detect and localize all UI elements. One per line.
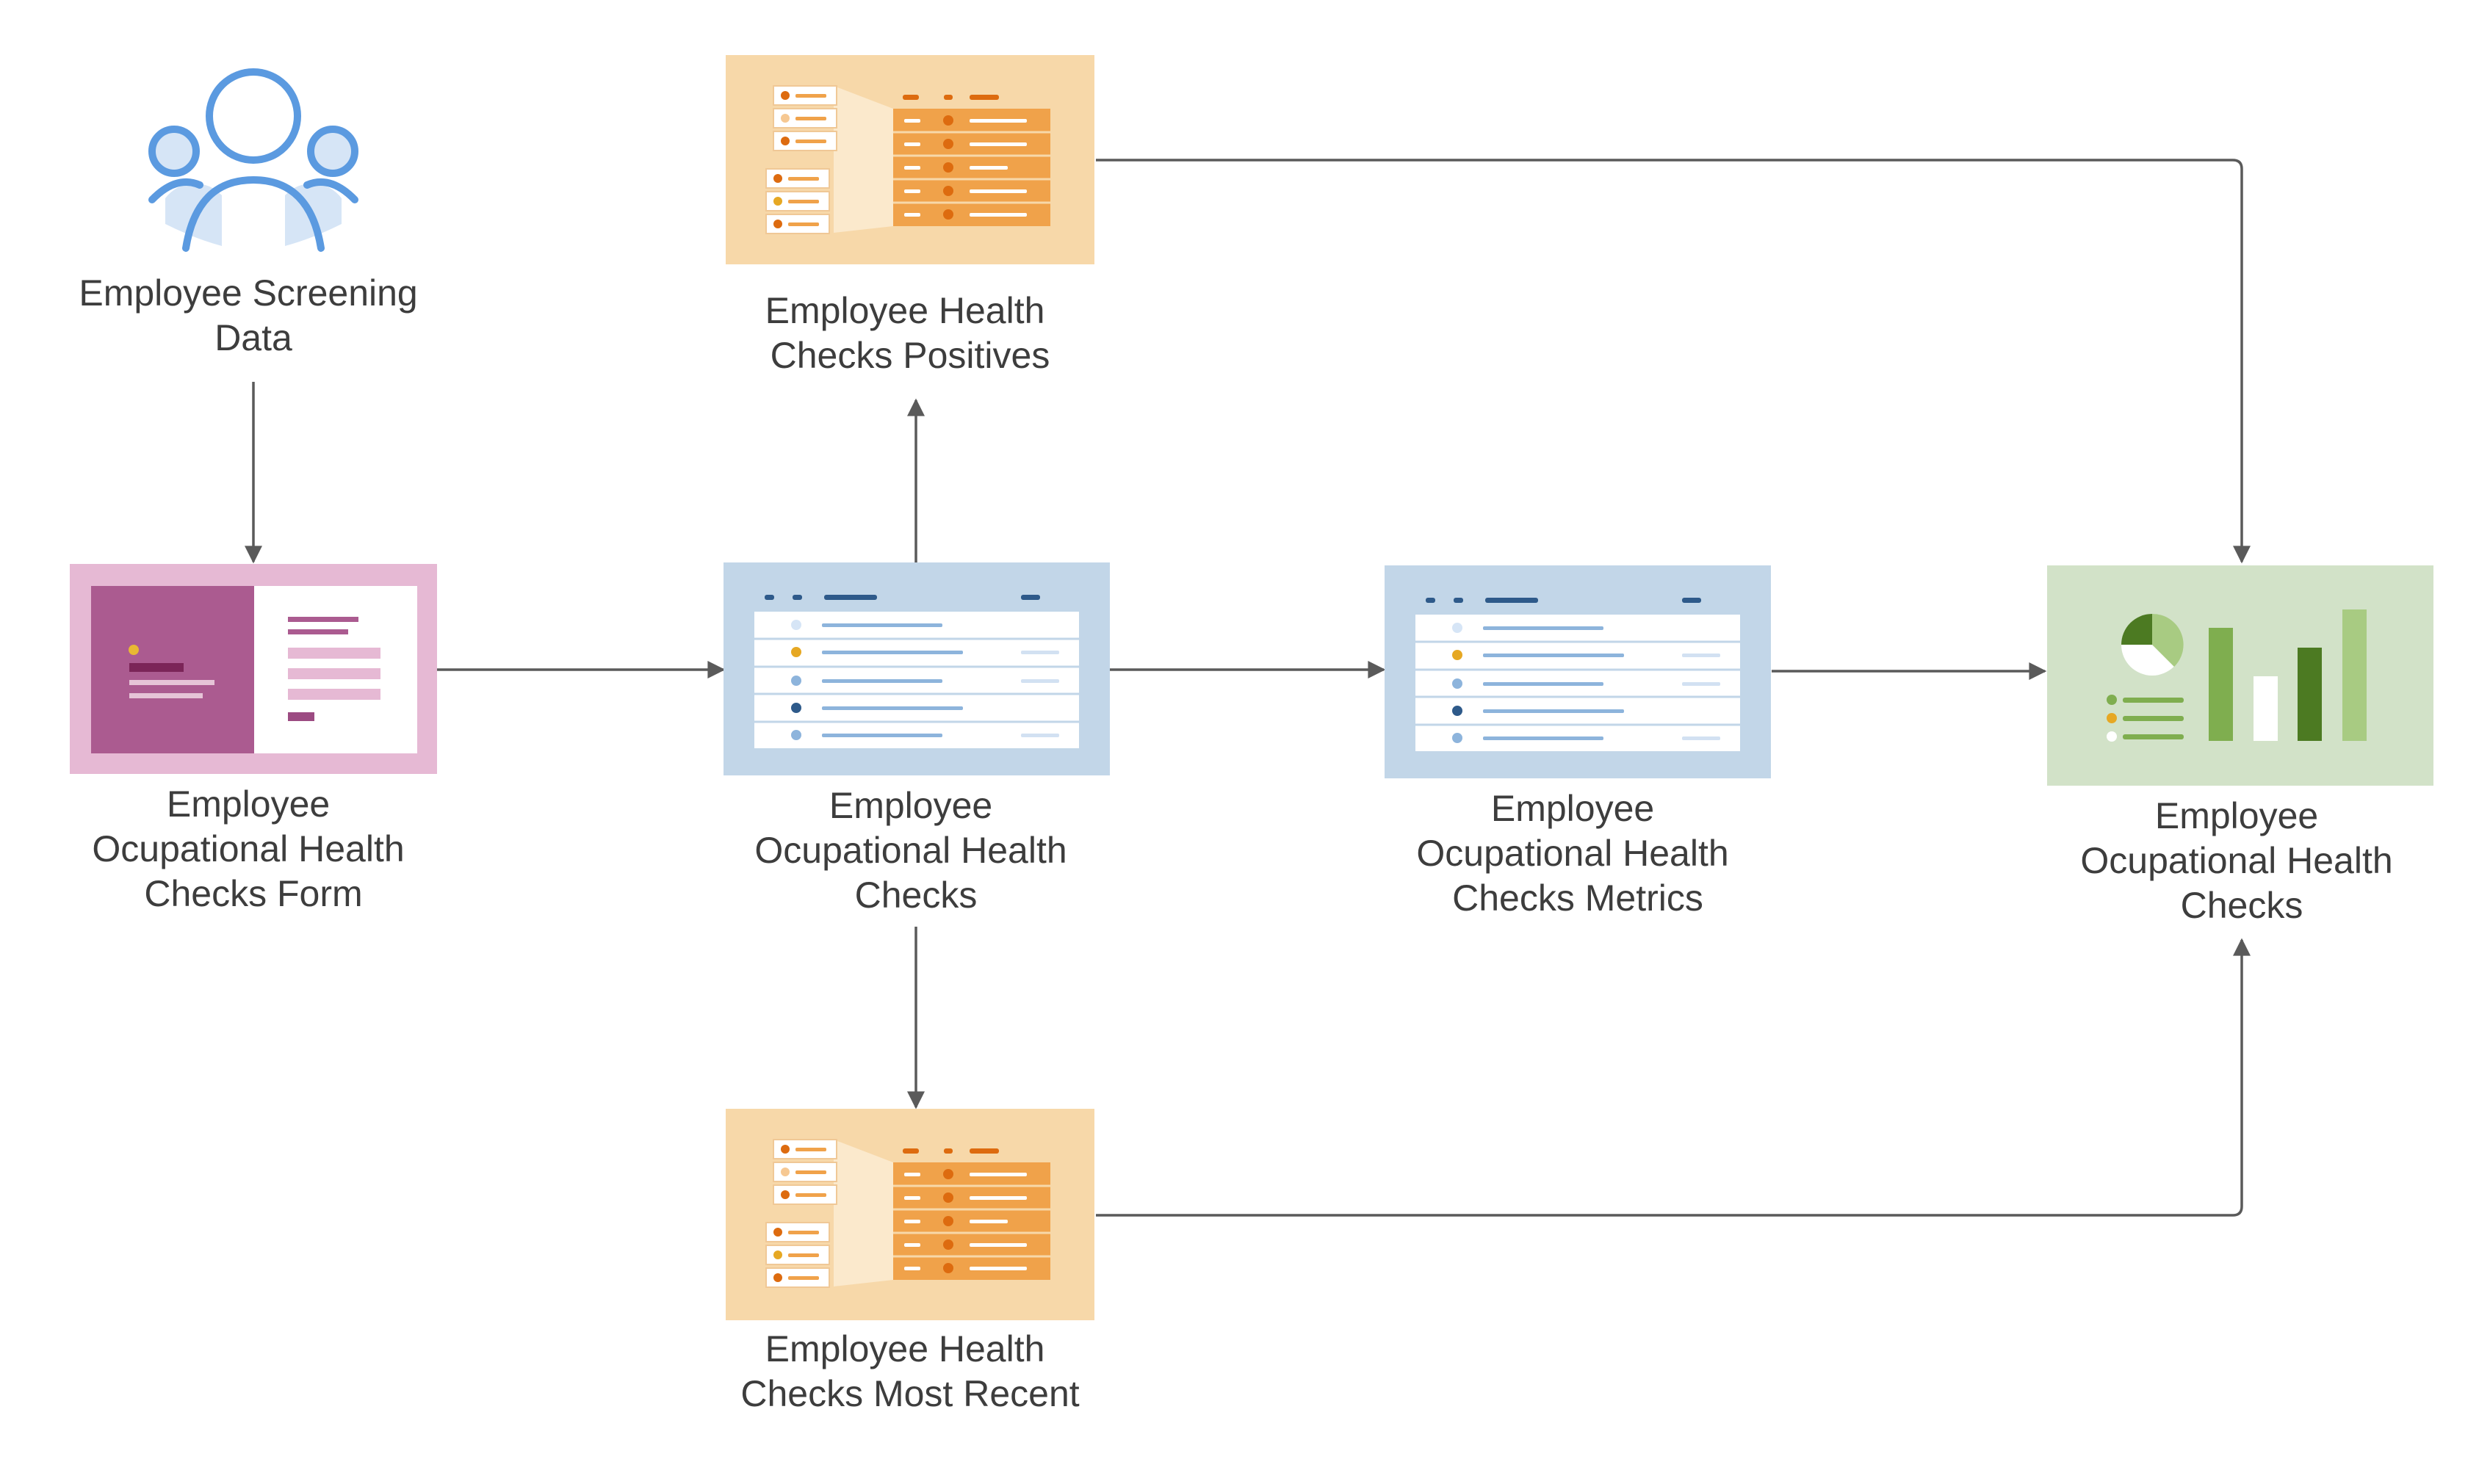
positives-label: Employee Health Checks Positives [765,290,1056,376]
people-group-icon [148,68,358,252]
screening-label: Employee Screening Data [79,272,427,358]
node-form[interactable]: Employee Ocupational Health Checks Form [70,564,437,914]
edge-recent-to-dashboard [1096,938,2251,1217]
node-dashboard[interactable]: Employee Ocupational Health Checks [2047,565,2433,926]
pie-chart-icon [2121,613,2184,676]
edge-positives-to-dashboard [1096,159,2251,564]
node-positives[interactable]: Employee Health Checks Positives [726,55,1094,376]
form-label: Employee Ocupational Health Checks Form [92,783,414,914]
connectors [245,159,2251,1217]
dashboard-chart-icon [2047,565,2433,786]
data-transform-icon [726,55,1094,264]
checks-label: Employee Ocupational Health Checks [754,785,1077,916]
form-icon [70,564,437,774]
node-metrics[interactable]: Employee Ocupational Health Checks Metri… [1385,565,1771,919]
node-checks[interactable]: Employee Ocupational Health Checks [724,562,1110,916]
table-icon [724,562,1110,775]
recent-label: Employee Health Checks Most Recent [740,1328,1079,1414]
table-icon [1385,565,1771,778]
node-recent[interactable]: Employee Health Checks Most Recent [726,1109,1094,1414]
data-transform-icon [726,1109,1094,1320]
metrics-label: Employee Ocupational Health Checks Metri… [1416,788,1739,919]
dashboard-label: Employee Ocupational Health Checks [2080,795,2403,926]
node-screening[interactable]: Employee Screening Data [79,68,427,358]
